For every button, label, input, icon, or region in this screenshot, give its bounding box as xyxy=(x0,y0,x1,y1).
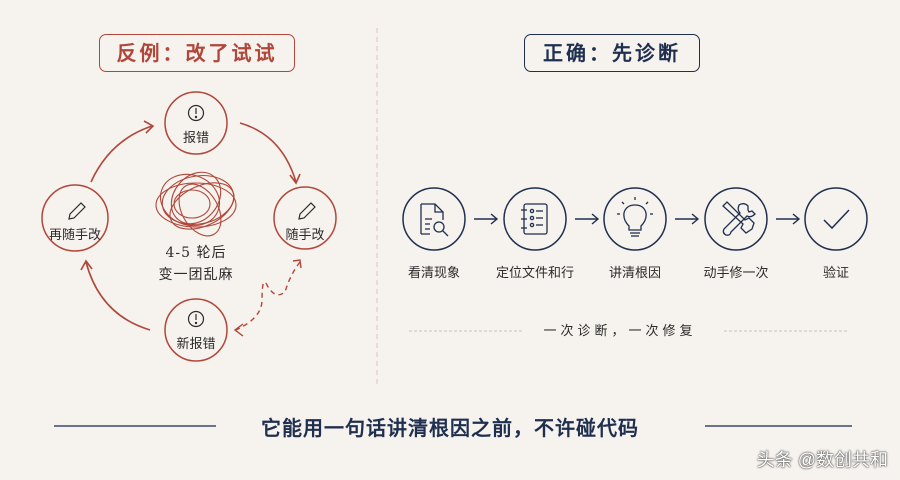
cycle-node-new-error: 新报错 xyxy=(176,337,216,352)
exclamation-circle-icon xyxy=(187,104,205,122)
cycle-node-random-fix: 随手改 xyxy=(285,228,325,243)
footer-rule: 它能用一句话讲清根因之前，不许碰代码 xyxy=(261,416,639,440)
cycle-node-error: 报错 xyxy=(182,131,209,146)
correct-approach-title: 正确：先诊断 xyxy=(524,34,700,72)
step-label-locate: 定位文件和行 xyxy=(495,266,574,281)
tangle-caption: 4-5 轮后 变一团乱麻 xyxy=(136,242,256,286)
lightbulb-icon xyxy=(617,197,653,237)
tangle-scribble-icon xyxy=(155,171,237,237)
document-search-icon xyxy=(420,203,449,237)
notebook-list-icon xyxy=(521,203,548,235)
tangle-caption-line1: 4-5 轮后 xyxy=(165,245,227,261)
checkmark-icon xyxy=(823,209,850,230)
step-label-fix-once: 动手修一次 xyxy=(703,266,769,281)
pencil-icon xyxy=(298,202,316,220)
wrench-screwdriver-icon xyxy=(722,201,756,236)
pencil-icon xyxy=(68,202,86,220)
tangle-caption-line2: 变一团乱麻 xyxy=(158,267,234,283)
watermark: 头条 @数创共和 xyxy=(756,450,888,470)
exclamation-circle-icon xyxy=(187,310,205,328)
counterexample-title: 反例：改了试试 xyxy=(99,34,295,72)
step-label-root-cause: 讲清根因 xyxy=(608,266,661,281)
cycle-node-random-fix-again: 再随手改 xyxy=(48,228,101,243)
step-label-observe: 看清现象 xyxy=(407,266,460,281)
step-label-verify: 验证 xyxy=(822,266,849,281)
motto-text: 一次诊断，一次修复 xyxy=(543,324,697,339)
